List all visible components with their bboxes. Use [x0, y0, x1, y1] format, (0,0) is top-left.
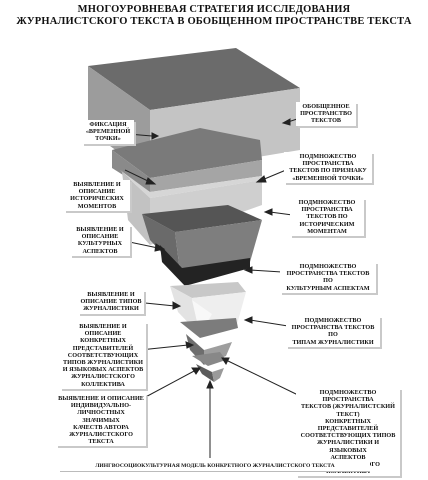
title-line-1: МНОГОУРОВНЕВАЯ СТРАТЕГИЯ ИССЛЕДОВАНИЯ — [77, 4, 351, 15]
label-subset-cultural: ПОДМНОЖЕСТВО ПРОСТРАНСТВА ТЕКСТОВ ПО КУЛ… — [280, 262, 376, 293]
level-4-box — [142, 205, 262, 286]
label-subset-journalism-types: ПОДМНОЖЕСТВО ПРОСТРАНСТВА ТЕКСТОВ ПО ТИП… — [286, 316, 380, 347]
label-author-qualities: ВЫЯВЛЕНИЕ И ОПИСАНИЕ ИНДИВИДУАЛЬНО- ЛИЧН… — [56, 394, 146, 447]
label-fixation-time-point: ФИКСАЦИЯ «ВРЕМЕННОЙ ТОЧКИ» — [82, 120, 134, 144]
label-generalized-space: ОБОБЩЕННОЕ ПРОСТРАНСТВО ТЕКСТОВ — [296, 102, 356, 126]
title-line-2: ЖУРНАЛИСТСКОГО ТЕКСТА В ОБОБЩЕННОМ ПРОСТ… — [16, 16, 412, 27]
label-journalism-types: ВЫЯВЛЕНИЕ И ОПИСАНИЕ ТИПОВ ЖУРНАЛИСТИКИ — [78, 290, 144, 314]
label-cultural-aspects: ВЫЯВЛЕНИЕ И ОПИСАНИЕ КУЛЬТУРНЫХ АСПЕКТОВ — [70, 225, 130, 256]
level-7-box — [192, 352, 226, 382]
bottom-model-label: ЛИНГВОСОЦИОКУЛЬТУРНАЯ МОДЕЛЬ КОНКРЕТНОГО… — [60, 462, 370, 472]
label-historical-moments: ВЫЯВЛЕНИЕ И ОПИСАНИЕ ИСТОРИЧЕСКИХ МОМЕНТ… — [64, 180, 130, 211]
label-concrete-representatives: ВЫЯВЛЕНИЕ И ОПИСАНИЕ КОНКРЕТНЫХ ПРЕДСТАВ… — [60, 322, 146, 389]
diagram-title: МНОГОУРОВНЕВАЯ СТРАТЕГИЯ ИССЛЕДОВАНИЯ ЖУ… — [0, 4, 428, 28]
label-subset-time-point: ПОДМНОЖЕСТВО ПРОСТРАНСТВА ТЕКСТОВ ПО ПРИ… — [284, 152, 372, 183]
level-2-box — [112, 128, 262, 192]
label-subset-historical: ПОДМНОЖЕСТВО ПРОСТРАНСТВА ТЕКСТОВ ПО ИСТ… — [290, 198, 364, 237]
label-subset-representatives: ПОДМНОЖЕСТВО ПРОСТРАНСТВА ТЕКСТОВ (ЖУРНА… — [296, 388, 400, 477]
